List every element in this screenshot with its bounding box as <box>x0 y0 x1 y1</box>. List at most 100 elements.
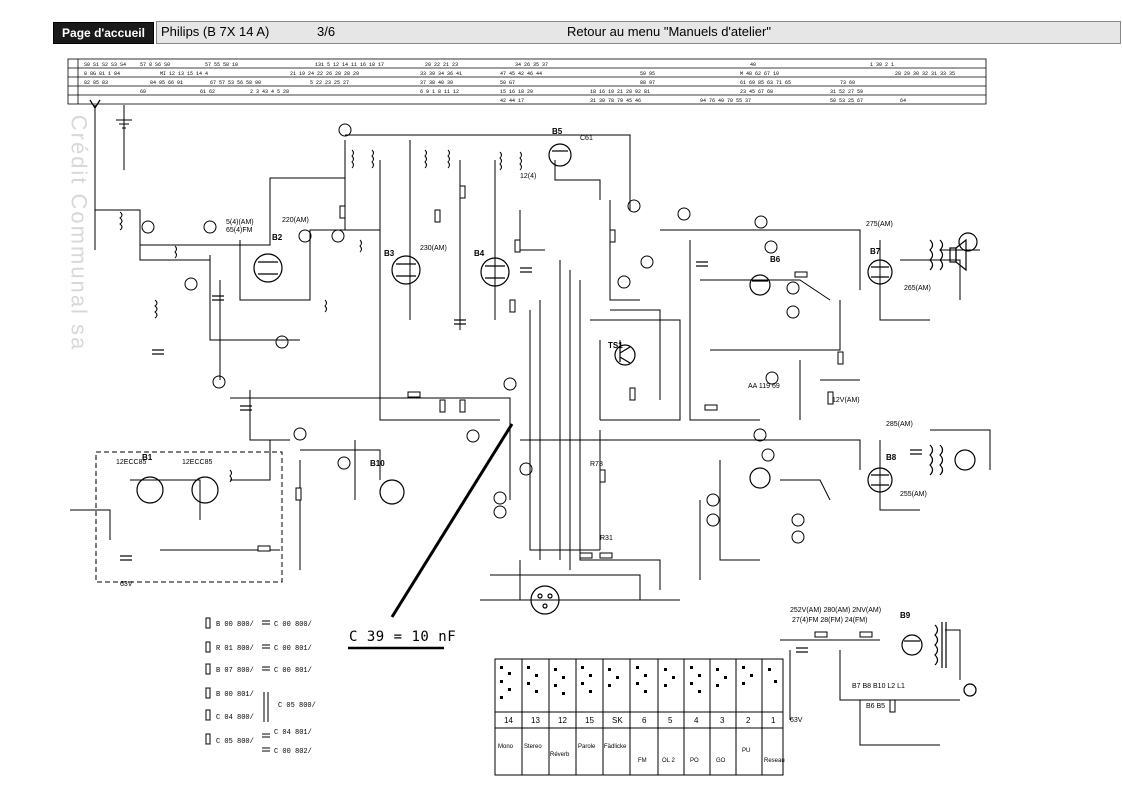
switch-label-9: PU <box>742 748 751 754</box>
svg-text:31 52 27 59: 31 52 27 59 <box>830 89 863 95</box>
svg-text:B1: B1 <box>142 453 153 462</box>
svg-text:R78: R78 <box>590 461 603 468</box>
svg-text:31 30 78 79 45 46: 31 30 78 79 45 46 <box>590 98 641 104</box>
tube-b6 <box>749 274 771 296</box>
rf-coils <box>119 149 522 483</box>
resistors <box>257 185 896 713</box>
legend-right-5: C 00 802/ <box>274 748 312 756</box>
home-button[interactable]: Page d'accueil <box>53 22 154 44</box>
svg-text:57 8 S6 S0: 57 8 S6 S0 <box>140 62 170 68</box>
svg-text:23 45 67 68: 23 45 67 68 <box>740 89 773 95</box>
svg-text:60: 60 <box>140 89 146 95</box>
switch-num-4: SK <box>612 716 623 725</box>
svg-text:C61: C61 <box>580 135 593 142</box>
svg-text:230(AM): 230(AM) <box>420 245 447 252</box>
svg-text:B6 B5: B6 B5 <box>866 703 885 710</box>
legend-right-0: C 00 800/ <box>274 621 312 629</box>
svg-text:64: 64 <box>900 98 906 104</box>
switch-label-0: Mono <box>498 744 514 750</box>
tube-b7 <box>867 259 893 285</box>
title-bar: Philips (B 7X 14 A) 3/6 Retour au menu "… <box>156 21 1121 44</box>
svg-text:20 22 21 23: 20 22 21 23 <box>425 62 458 68</box>
svg-text:S0 S1 S2 S3 S4: S0 S1 S2 S3 S4 <box>84 62 126 68</box>
tube-b10 <box>379 479 405 505</box>
component-labels: 5(4)(AM)65(4)FM 220(AM)230(AM) 12(4)C61 … <box>116 135 931 724</box>
svg-text:28 29 30 32 31 33 35: 28 29 30 32 31 33 35 <box>895 71 955 77</box>
svg-text:50 53 25 67: 50 53 25 67 <box>830 98 863 104</box>
svg-text:5(4)(AM): 5(4)(AM) <box>226 219 254 226</box>
svg-text:67 57 53 56 58 90: 67 57 53 56 58 90 <box>210 80 261 86</box>
back-to-menu-link[interactable]: Retour au menu "Manuels d'atelier" <box>567 24 771 39</box>
legend-left-1: R 01 800/ <box>216 645 254 653</box>
speaker-icon <box>958 232 978 252</box>
antenna-symbol <box>89 99 101 110</box>
legend-left-0: B 00 800/ <box>216 621 254 629</box>
tube-labels: B2 B3 B4 B5 B6 B7 B8 B9 B1 B10 TS1 <box>142 127 911 620</box>
tube-b4 <box>480 257 510 287</box>
svg-text:6 9 1 8 11 12: 6 9 1 8 11 12 <box>420 89 459 95</box>
switch-label-8: GO <box>716 758 726 764</box>
svg-text:94 76 49 70 55 37: 94 76 49 70 55 37 <box>700 98 751 104</box>
legend-right-1: C 00 801/ <box>274 645 312 653</box>
svg-text:131 5 12 14 11 16 18 17: 131 5 12 14 11 16 18 17 <box>315 62 384 68</box>
svg-text:265(AM): 265(AM) <box>904 285 931 292</box>
svg-text:8 8G 81 1 84: 8 8G 81 1 84 <box>84 71 120 77</box>
svg-text:B4: B4 <box>474 249 485 258</box>
svg-text:2 3 43 4 5 20: 2 3 43 4 5 20 <box>250 89 289 95</box>
transistor-ts1 <box>614 344 636 366</box>
svg-text:84 95 66 91: 84 95 66 91 <box>150 80 183 86</box>
svg-text:15 16 18 29: 15 16 18 29 <box>500 89 533 95</box>
legend-left-3: B 00 801/ <box>216 691 254 699</box>
svg-text:57 55 58 10: 57 55 58 10 <box>205 62 238 68</box>
svg-text:B7: B7 <box>870 247 881 256</box>
svg-text:12V(AM): 12V(AM) <box>832 397 860 404</box>
switch-num-5: 6 <box>642 716 647 725</box>
svg-text:61 69 85 63 71 65: 61 69 85 63 71 65 <box>740 80 791 86</box>
svg-text:B10: B10 <box>370 459 385 468</box>
input-jack <box>530 585 560 615</box>
switch-label-4: Fädlicke <box>604 744 627 750</box>
svg-text:33 39 34 36 41: 33 39 34 36 41 <box>420 71 462 77</box>
svg-text:TS1: TS1 <box>608 341 623 350</box>
svg-text:285(AM): 285(AM) <box>886 421 913 428</box>
svg-text:B5: B5 <box>552 127 563 136</box>
legend-left-5: C 05 800/ <box>216 738 254 746</box>
svg-text:50 95: 50 95 <box>640 71 655 77</box>
tube-b2 <box>253 253 283 283</box>
svg-text:B3: B3 <box>384 249 395 258</box>
tube-b9 <box>901 634 923 656</box>
switch-num-1: 13 <box>531 716 540 725</box>
switch-label-1: Stereo <box>524 744 542 750</box>
switch-label-2: Réverb <box>550 752 570 758</box>
svg-text:AA 119 69: AA 119 69 <box>748 383 780 390</box>
svg-text:M 48 62 67 10: M 48 62 67 10 <box>740 71 779 77</box>
output-transformer-left <box>929 238 967 272</box>
svg-text:12ECC85: 12ECC85 <box>182 459 212 466</box>
svg-text:1 30 2 1: 1 30 2 1 <box>870 62 894 68</box>
annotation-pointer <box>390 423 514 618</box>
legend-right-3: C 05 800/ <box>278 702 316 710</box>
svg-text:21 19 24 22 26 20 28 29: 21 19 24 22 26 20 28 29 <box>290 71 359 77</box>
svg-text:42 44 17: 42 44 17 <box>500 98 524 104</box>
svg-text:88 97: 88 97 <box>640 80 655 86</box>
switch-num-8: 3 <box>720 716 725 725</box>
svg-text:63V: 63V <box>790 717 803 724</box>
svg-text:12(4): 12(4) <box>520 173 536 180</box>
legend-symbols <box>205 617 270 752</box>
svg-text:B2: B2 <box>272 233 283 242</box>
legend-right-4: C 04 801/ <box>274 729 312 737</box>
svg-text:R31: R31 <box>600 535 613 542</box>
svg-text:220(AM): 220(AM) <box>282 217 309 224</box>
switch-num-3: 15 <box>585 716 594 725</box>
capacitors <box>120 261 922 653</box>
svg-text:255(AM): 255(AM) <box>900 491 927 498</box>
svg-text:27(4)FM 28(FM) 24(FM): 27(4)FM 28(FM) 24(FM) <box>792 617 867 624</box>
svg-text:37 38 40 39: 37 38 40 39 <box>420 80 453 86</box>
svg-text:65(4)FM: 65(4)FM <box>226 227 253 234</box>
svg-text:B6: B6 <box>770 255 781 264</box>
svg-text:50 G7: 50 G7 <box>500 80 515 86</box>
output-transformer-right <box>929 444 976 476</box>
svg-text:12ECC85: 12ECC85 <box>116 459 146 466</box>
legend-left-4: C 04 800/ <box>216 714 254 722</box>
